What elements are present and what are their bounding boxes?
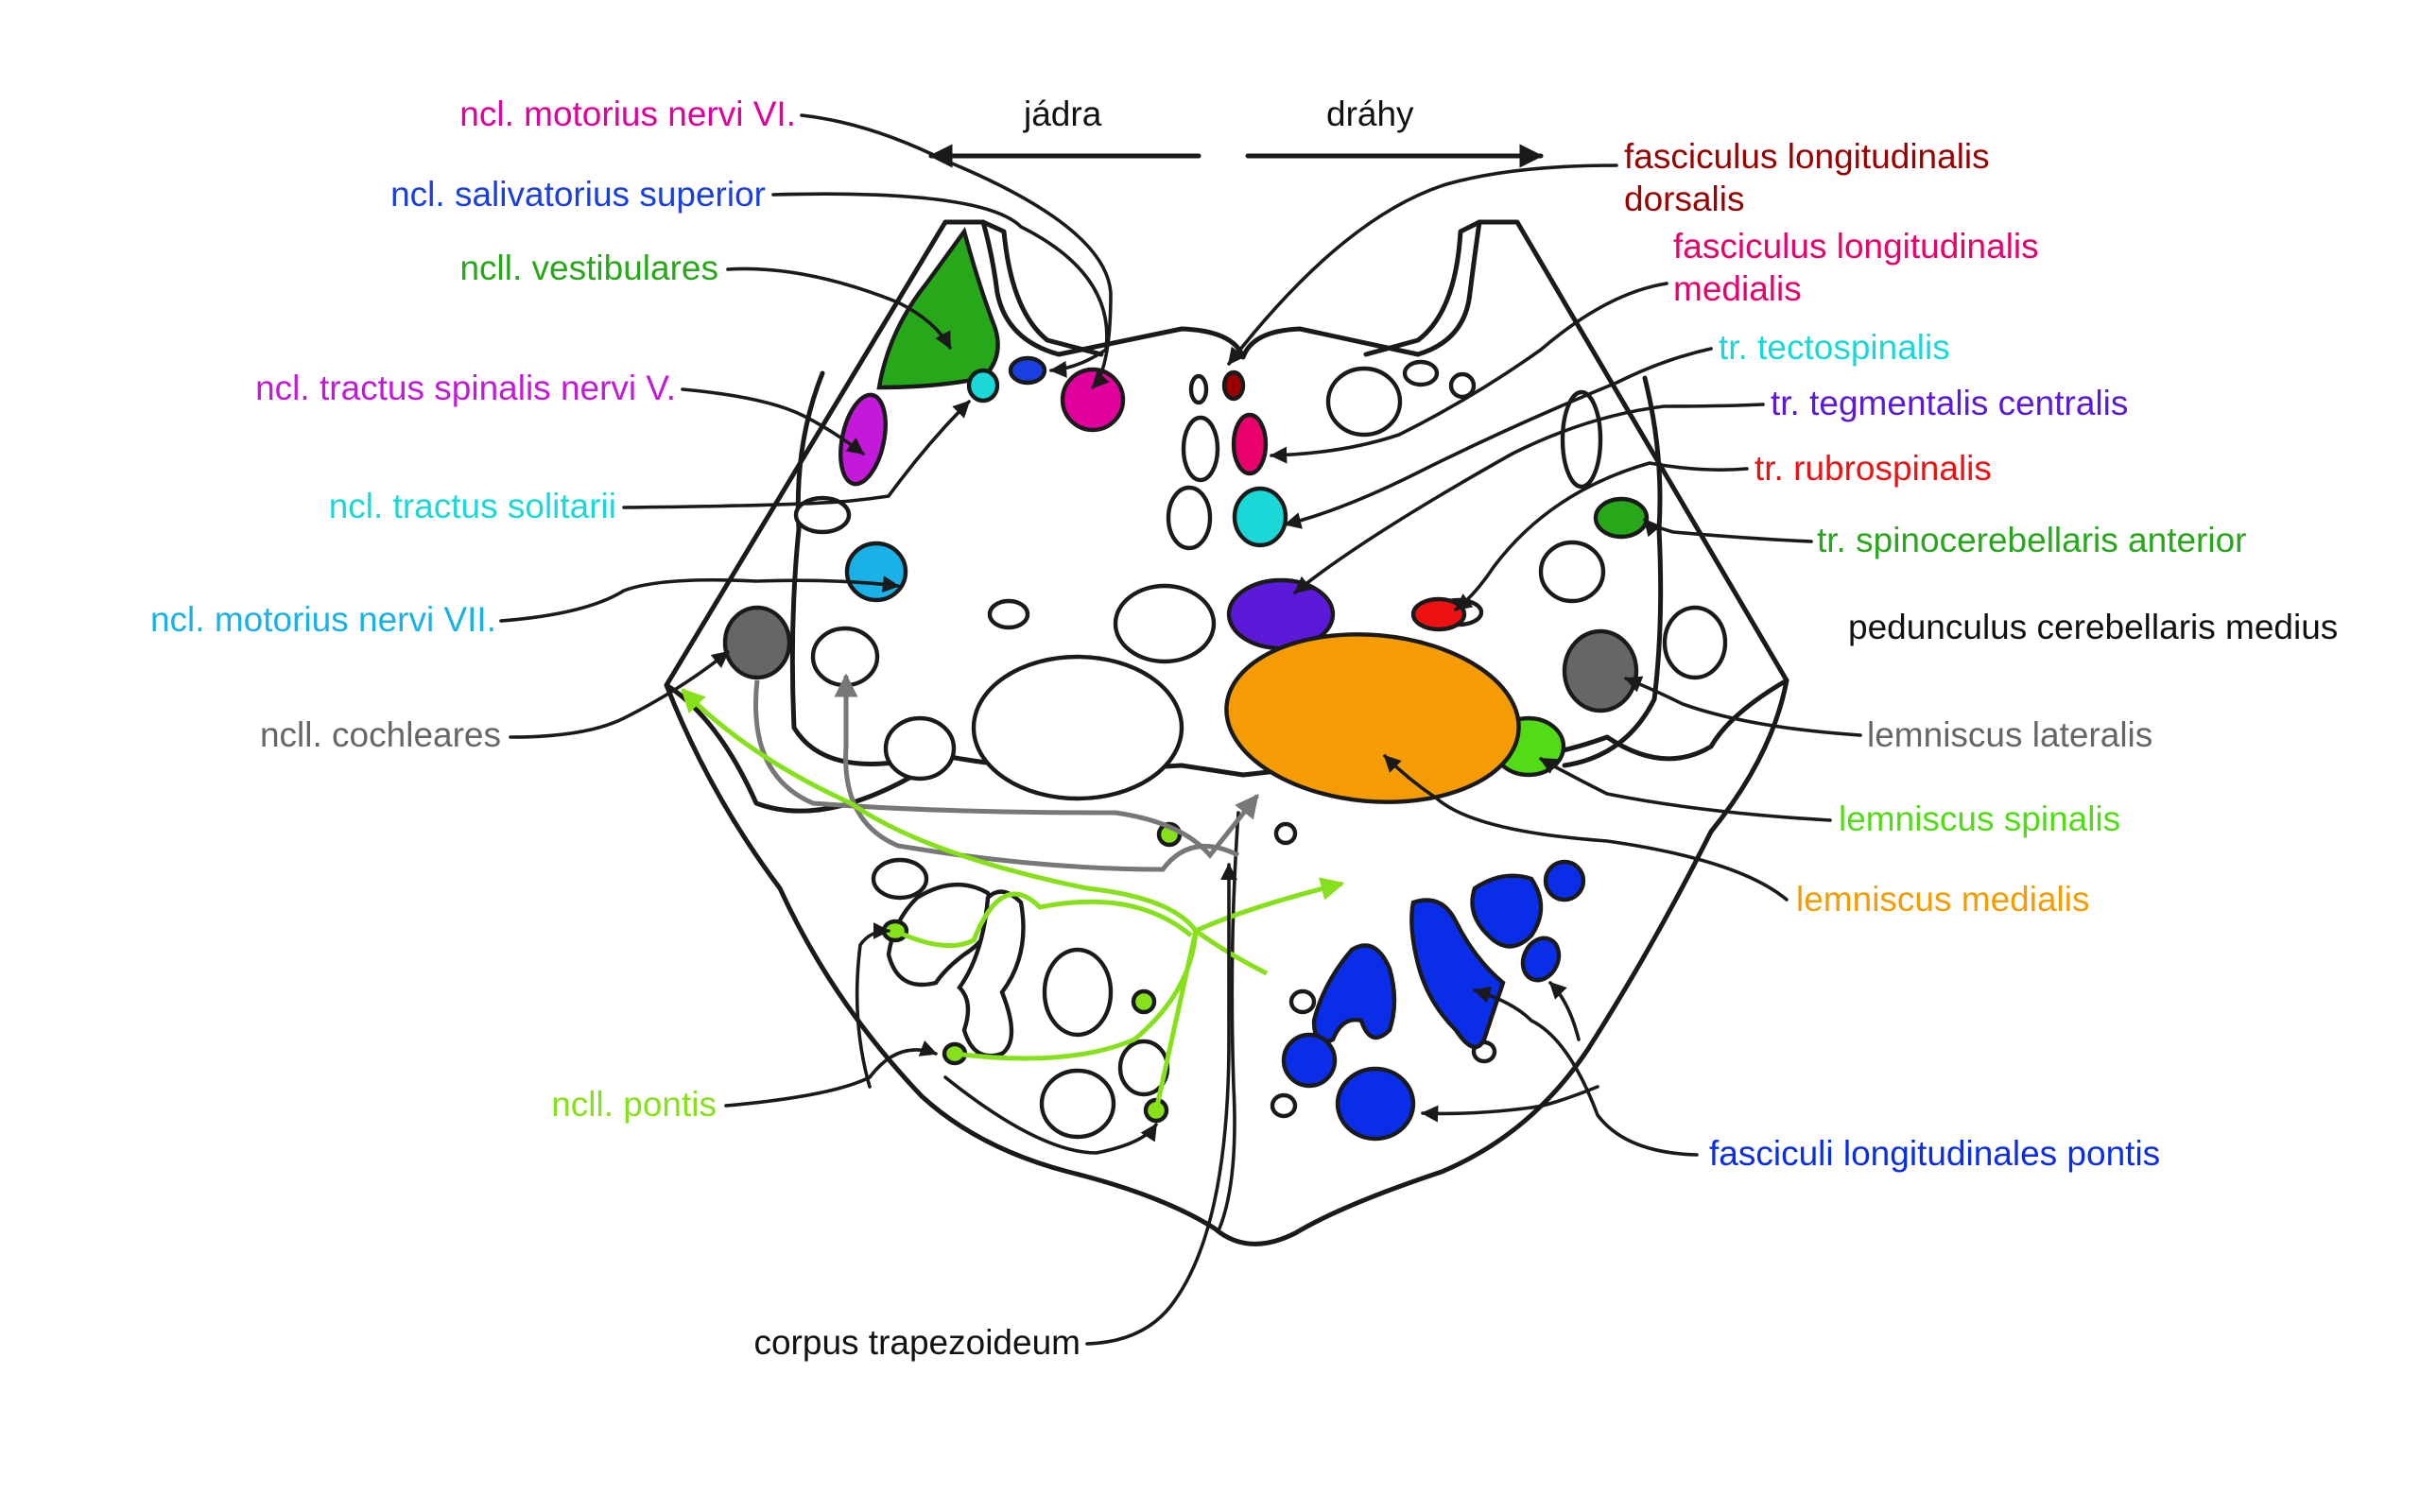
ncll-pontis-dot-3: [1131, 988, 1157, 1015]
label-tr-rubrospinalis: tr. rubrospinalis: [1754, 449, 1992, 488]
label-pedunculus-cerebellaris-medius: pedunculus cerebellaris medius: [1848, 608, 2338, 646]
hole: [1188, 373, 1209, 405]
hole: [1270, 1092, 1298, 1119]
label-flm-dorsalis-line2: dorsalis: [1624, 180, 1745, 218]
fourth-ventricle-left: [980, 219, 1104, 357]
midline-pons: [1218, 811, 1240, 1230]
ncl-motorius-nervi-vi-shape: [1060, 367, 1126, 433]
pontine-fibres: [893, 891, 1269, 1111]
label-tr-spinocerebellaris-anterior: tr. spinocerebellaris anterior: [1817, 521, 2247, 559]
hole: [1042, 947, 1114, 1038]
label-ncl-tractus-spinalis-v: ncl. tractus spinalis nervi V.: [255, 369, 676, 407]
ncl-tractus-solitarii-shape: [966, 368, 1000, 404]
hole: [1662, 605, 1728, 680]
fasc-pontis-e: [1520, 936, 1562, 983]
inner-contour-left: [789, 370, 910, 766]
label-fasciculi-longitudinales-pontis: fasciculi longitudinales pontis: [1709, 1134, 2160, 1173]
leader-lines: [499, 113, 1862, 1346]
hole: [1560, 389, 1603, 490]
fasc-pontis-d: [1543, 859, 1586, 902]
cochlear-pathway-arrow: [753, 679, 1259, 859]
hole: [1166, 485, 1213, 551]
label-lemniscus-medialis: lemniscus medialis: [1796, 880, 2090, 919]
hole: [1325, 366, 1403, 438]
label-lemniscus-spinalis: lemniscus spinalis: [1839, 799, 2120, 838]
label-corpus-trapezoideum: corpus trapezoideum: [753, 1323, 1080, 1362]
hole: [1538, 540, 1606, 604]
hole: [1448, 371, 1477, 400]
hole: [871, 857, 929, 901]
tr-spinocerebellaris-anterior-shape: [1593, 496, 1650, 540]
tr-rubrospinalis-shape: [1410, 596, 1467, 632]
hole: [1288, 988, 1317, 1015]
hole: [971, 654, 1184, 801]
label-ncll-vestibulares: ncll. vestibulares: [459, 249, 718, 287]
hole: [1039, 1068, 1116, 1140]
label-ncl-motorius-nervi-vi: ncl. motorius nervi VI.: [459, 94, 796, 133]
lemniscus-medialis-shape: [1224, 632, 1521, 804]
fasc-pontis-b: [1409, 898, 1506, 1050]
label-tr-tectospinalis: tr. tectospinalis: [1719, 328, 1950, 367]
fasc-pontis-g: [1335, 1066, 1416, 1142]
hole: [1181, 415, 1220, 483]
inner-contour-right: [1562, 375, 1664, 768]
fasc-pontis-c: [1470, 873, 1544, 949]
label-flm-medialis-line1: fasciculus longitudinalis: [1673, 227, 2039, 266]
hole: [793, 495, 852, 535]
hole: [987, 598, 1030, 630]
pontine-fibres-arrow: [681, 688, 1199, 933]
ncll-vestibulares-shape: [876, 226, 1000, 390]
pontine-fibres-arrow-2: [1194, 877, 1345, 934]
label-ncl-motorius-nervi-vii: ncl. motorius nervi VII.: [150, 600, 496, 639]
label-ncll-cochleares: ncll. cochleares: [260, 715, 501, 754]
tr-tectospinalis-shape: [1232, 486, 1288, 548]
white-holes: [793, 359, 1728, 1140]
hole: [886, 883, 994, 988]
label-ncl-salivatorius-superior: ncl. salivatorius superior: [390, 175, 766, 214]
flm-medialis-shape: [1231, 412, 1269, 476]
pathway-arrows: [681, 673, 1345, 1111]
label-ncl-tractus-solitarii: ncl. tractus solitarii: [329, 487, 616, 525]
fourth-ventricle-right: [1363, 219, 1482, 357]
hole: [883, 715, 957, 782]
label-tr-tegmentalis-centralis: tr. tegmentalis centralis: [1771, 384, 2128, 422]
header-right-label: dráhy: [1326, 94, 1414, 133]
hole: [1273, 821, 1298, 846]
ncll-cochleares-shape: [722, 605, 792, 680]
label-flm-medialis-line2: medialis: [1673, 269, 1802, 308]
ncl-motorius-nervi-vii-shape: [844, 541, 908, 603]
label-flm-dorsalis-line1: fasciculus longitudinalis: [1624, 137, 1990, 176]
fasc-pontis-f: [1281, 1032, 1338, 1089]
ncl-salivatorius-superior-shape: [1008, 355, 1047, 386]
flm-dorsalis-shape: [1221, 369, 1246, 402]
hole: [1402, 359, 1440, 387]
header-left-label: jádra: [1023, 94, 1102, 133]
lemniscus-lateralis-shape: [1562, 628, 1639, 713]
hole: [1113, 583, 1217, 664]
hole: [957, 889, 1026, 1058]
cochlear-pathway-arrow-2: [834, 673, 1240, 872]
label-ncll-pontis: ncll. pontis: [551, 1085, 717, 1124]
fasc-pontis-a: [1311, 943, 1397, 1044]
label-lemniscus-lateralis: lemniscus lateralis: [1867, 715, 2152, 754]
